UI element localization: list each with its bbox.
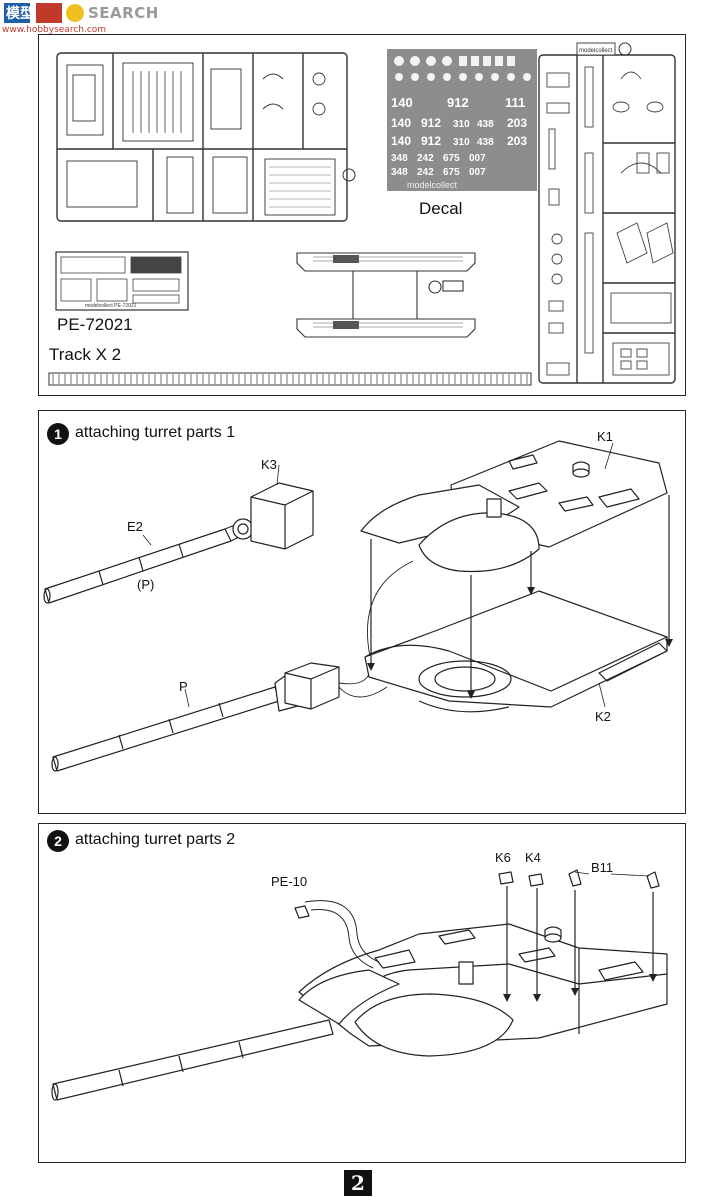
decal-row-5-d: 007 [469,167,486,178]
decal-row-2-b: 912 [421,116,441,130]
part-p-label: P [179,679,188,694]
part-p-paren-label: (P) [137,577,155,592]
step-1-diagram [43,440,673,772]
decal-label: Decal [419,199,463,218]
track-sprue-graphic [296,252,476,338]
pe-fret-text: modelcollect PE-72021 [85,303,137,309]
decal-row-3-a: 140 [391,134,411,148]
part-e2-label: E2 [127,519,143,534]
decal-row-4-d: 007 [469,153,486,164]
decal-row-2-e: 203 [507,116,527,130]
sprue-overview-panel: 140 912 111 140 912 310 438 203 140 912 … [38,34,686,396]
page-number: 2 [344,1170,372,1196]
part-k6-label: K6 [495,850,511,865]
track-label: Track X 2 [49,345,122,364]
decal-row-1-c: 111 [505,95,525,110]
decal-row-1-b: 912 [447,95,469,110]
watermark-site-text: SEARCH [88,4,159,22]
step-2-title: attaching turret parts 2 [75,831,236,848]
decal-sheet-graphic: 140 912 111 140 912 310 438 203 140 912 … [387,49,537,191]
part-k3-label: K3 [261,457,277,472]
decal-row-3-e: 203 [507,134,527,148]
part-k4-label: K4 [525,850,541,865]
track-strip-graphic [48,372,532,386]
watermark-logo-graphic [4,3,84,23]
sprue-tag: modelcollect [579,48,613,54]
decal-row-2-a: 140 [391,116,411,130]
step-1-title: attaching turret parts 1 [75,424,236,441]
part-k1-label: K1 [597,429,613,444]
decal-row-4-b: 242 [417,153,434,164]
watermark-logo-text: 模型 [6,6,34,22]
decal-row-5-c: 675 [443,167,460,178]
step-2-diagram [51,869,668,1101]
decal-row-5-a: 348 [391,167,408,178]
decal-row-2-d: 438 [477,119,494,130]
decal-row-1-a: 140 [391,95,413,110]
decal-row-3-c: 310 [453,137,470,148]
decal-row-3-b: 912 [421,134,441,148]
decal-row-3-d: 438 [477,137,494,148]
step-1-number: 1 [47,423,69,445]
sprue-frame-b: modelcollect [538,42,676,384]
part-b11-label: B11 [591,860,614,875]
step-2-panel: 2 attaching turret parts 2 [38,823,686,1163]
watermark-url: www.hobbysearch.com [2,25,107,35]
decal-brand: modelcollect [407,180,458,190]
decal-row-4-c: 675 [443,153,460,164]
part-k2-label: K2 [595,709,611,724]
pe-label: PE-72021 [57,315,133,334]
pe-fret-graphic: modelcollect PE-72021 [55,251,189,311]
decal-row-2-c: 310 [453,119,470,130]
decal-row-5-b: 242 [417,167,434,178]
part-pe10-label: PE-10 [271,874,308,889]
step-1-panel: 1 attaching turret parts 1 [38,410,686,814]
decal-row-4-a: 348 [391,153,408,164]
sprue-frame-a [56,52,356,222]
step-2-number: 2 [47,830,69,852]
